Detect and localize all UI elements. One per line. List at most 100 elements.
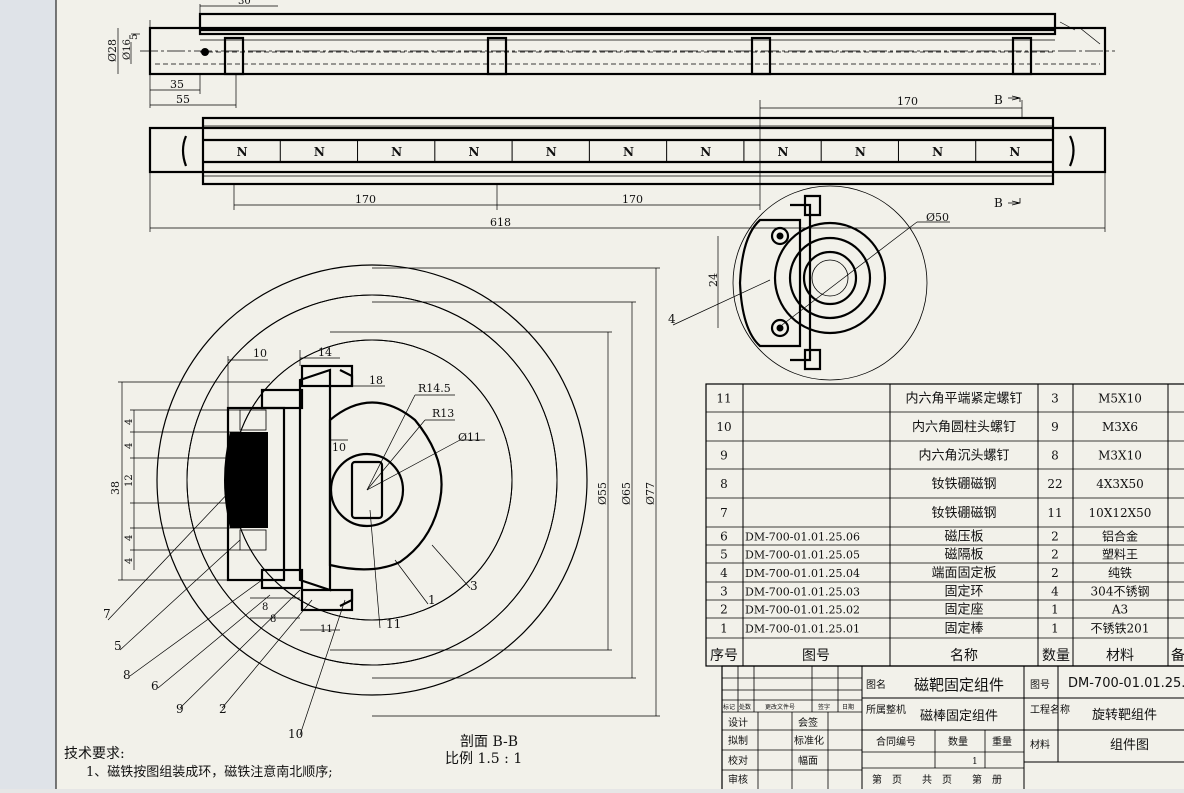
dim-12: 12 — [124, 474, 135, 487]
dim-4-d: 4 — [124, 558, 135, 564]
bom-cell-name: 内六角圆柱头螺钉 — [912, 419, 1016, 435]
bom-cell-code: DM-700-01.01.25.05 — [745, 549, 860, 562]
dim-18: 18 — [369, 374, 383, 387]
magnet-pole-label: N — [700, 145, 711, 159]
dim-r14-5: R14.5 — [418, 382, 451, 395]
bom-cell-no: 8 — [720, 477, 728, 491]
dim-30: 30 — [238, 0, 251, 7]
magnet-pole-label: N — [855, 145, 866, 159]
tb-sign-design: 设计 — [728, 716, 748, 729]
magnet-pole-label: N — [314, 145, 325, 159]
dim-8-a: 8 — [262, 602, 268, 613]
tb-page-text: 第 页 共 页 第 册 — [872, 773, 1002, 786]
section-mark-b-bottom: B — [994, 196, 1003, 210]
bom-cell-qty: 2 — [1051, 566, 1059, 580]
bom-cell-name: 固定座 — [944, 603, 983, 618]
tb-sign-standard: 标准化 — [794, 734, 824, 747]
bom-cell-code: DM-700-01.01.25.02 — [745, 604, 860, 617]
bom-cell-no: 10 — [716, 420, 731, 434]
bom-cell-no: 11 — [716, 392, 731, 406]
bom-cell-mat: 10X12X50 — [1089, 506, 1152, 520]
dim-14: 14 — [318, 346, 332, 359]
dim-10-top: 10 — [253, 347, 267, 360]
magnet-pole-label: N — [1009, 145, 1020, 159]
magnet-pole-label: N — [391, 145, 402, 159]
tb-material: 组件图 — [1110, 738, 1149, 753]
dim-618: 618 — [490, 216, 511, 229]
bom-header-qty: 数量 — [1042, 648, 1070, 664]
dim-170-b: 170 — [622, 193, 643, 206]
dim-4-a: 4 — [124, 419, 135, 425]
bom-cell-name: 钕铁硼磁钢 — [931, 476, 996, 492]
bom-cell-qty: 3 — [1051, 392, 1059, 406]
technical-notes: 技术要求: 1、磁铁按图组装成环，磁铁注意南北顺序; — [64, 746, 333, 780]
bom-cell-code: DM-700-01.01.25.06 — [745, 531, 860, 544]
section-mark-b-top: B — [994, 93, 1003, 107]
bom-cell-qty: 2 — [1051, 548, 1059, 562]
tb-parent: 磁棒固定组件 — [920, 709, 998, 724]
tb-rev-h2: 更改文件号 — [765, 703, 795, 711]
bom-cell-name: 内六角沉头螺钉 — [918, 448, 1009, 464]
tb-label-material: 材料 — [1030, 738, 1050, 751]
bom-cell-code: DM-700-01.01.25.04 — [745, 567, 860, 580]
bom-cell-mat: M5X10 — [1098, 392, 1142, 406]
tb-sign-check: 校对 — [728, 754, 748, 767]
magnet-pole-label: N — [932, 145, 943, 159]
dim-55: 55 — [176, 93, 190, 106]
title-block: 图名 磁靶固定组件 图号 DM-700-01.01.25.0 所属整机 磁棒固定… — [721, 665, 1184, 793]
bom-cell-no: 7 — [720, 506, 728, 520]
magnet-pole-label: N — [237, 145, 248, 159]
bom-cell-qty: 1 — [1051, 603, 1059, 617]
bom-cell-no: 6 — [720, 530, 728, 544]
tb-qty-value: 1 — [972, 757, 978, 767]
bom-cell-qty: 1 — [1051, 622, 1059, 636]
bom-cell-qty: 4 — [1051, 585, 1059, 599]
tb-rev-h3: 签字 — [818, 703, 830, 711]
bom-cell-mat: 4X3X50 — [1096, 477, 1144, 491]
dim-170-c: 170 — [897, 95, 918, 108]
top-view: 30 35 55 Ø28 Ø16 5 — [106, 0, 1115, 108]
dim-r13: R13 — [432, 407, 454, 420]
magnet-pole-label: N — [623, 145, 634, 159]
bom-cell-code: DM-700-01.01.25.03 — [745, 586, 860, 599]
bom-cell-name: 固定棒 — [944, 622, 983, 637]
bom-cell-code: DM-700-01.01.25.01 — [745, 623, 860, 636]
end-view: Ø50 24 4 — [668, 185, 950, 381]
bom-cell-mat: 铝合金 — [1102, 529, 1138, 544]
tb-sign-format: 幅面 — [798, 754, 818, 767]
bom-header-name: 名称 — [950, 648, 978, 664]
dim-8-b: 8 — [270, 614, 276, 625]
tb-contract-label: 合同编号 — [876, 735, 916, 748]
workspace-margin — [0, 0, 56, 789]
dim-38: 38 — [109, 481, 122, 495]
bom-cell-name: 内六角平端紧定螺钉 — [905, 391, 1022, 407]
balloon-9: 9 — [176, 702, 184, 716]
bom-cell-name: 端面固定板 — [931, 566, 996, 581]
tb-label-parent: 所属整机 — [866, 703, 906, 716]
balloon-5: 5 — [114, 639, 122, 653]
dim-10-mid: 10 — [332, 441, 346, 454]
bom-cell-name: 磁隔板 — [944, 548, 983, 563]
bom-cell-mat: 304不锈钢 — [1091, 585, 1150, 599]
balloon-8: 8 — [123, 668, 131, 682]
dim-35: 35 — [170, 78, 184, 91]
dim-11-bottom: 11 — [320, 624, 333, 635]
tb-sign-draft: 拟制 — [728, 734, 748, 747]
bom-cell-qty: 8 — [1051, 449, 1059, 463]
dim-d65: Ø65 — [620, 482, 633, 505]
tb-label-drawing-name: 图名 — [866, 678, 886, 691]
tb-rev-h4: 日期 — [842, 703, 854, 711]
bom-cell-mat: 纯铁 — [1108, 566, 1132, 580]
scale-caption: 比例 1.5 : 1 — [445, 751, 522, 767]
dim-d55: Ø55 — [596, 482, 609, 505]
balloon-2: 2 — [219, 702, 227, 716]
bom-cell-no: 9 — [720, 449, 728, 463]
tb-qty-label: 数量 — [948, 735, 968, 748]
bom-cell-name: 磁压板 — [944, 530, 983, 545]
bom-cell-no: 5 — [720, 548, 728, 562]
dim-d77: Ø77 — [644, 482, 657, 505]
notes-item-1: 1、磁铁按图组装成环，磁铁注意南北顺序; — [86, 764, 333, 780]
bom-cell-no: 4 — [720, 566, 728, 580]
